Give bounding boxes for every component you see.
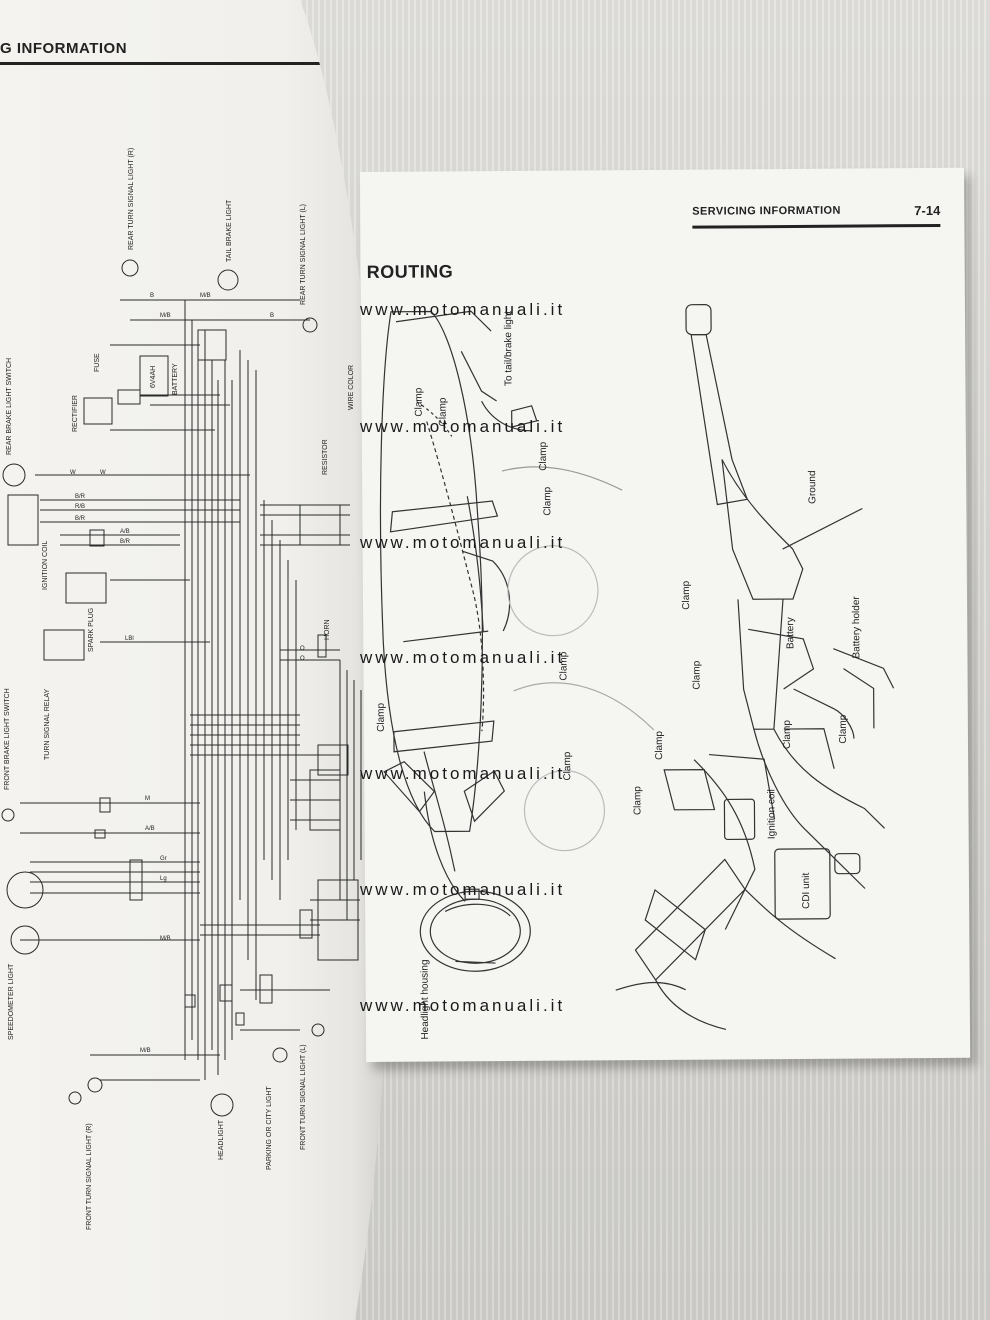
svg-text:B: B xyxy=(270,313,274,319)
svg-text:Gr: Gr xyxy=(160,856,167,862)
comp-front-turn-r: FRONT TURN SIGNAL LIGHT (R) xyxy=(86,1123,93,1230)
label-battery: Battery xyxy=(785,617,797,650)
label-clamp-1: Clamp xyxy=(413,387,425,417)
svg-text:O: O xyxy=(300,656,305,662)
label-clamp-11: Clamp xyxy=(837,714,850,744)
right-page: SERVICING INFORMATION 7-14 ROUTING xyxy=(360,167,971,1062)
comp-rectifier: RECTIFIER xyxy=(72,395,79,432)
comp-spark-plug: SPARK PLUG xyxy=(88,607,95,652)
svg-text:A/B: A/B xyxy=(120,529,130,535)
label-clamp-6: Clamp xyxy=(375,702,387,732)
svg-text:Lg: Lg xyxy=(160,876,167,882)
comp-horn: HORN xyxy=(324,619,331,640)
svg-text:B/R: B/R xyxy=(120,539,131,545)
comp-resistor: RESISTOR xyxy=(322,439,329,475)
svg-text:W: W xyxy=(70,470,76,476)
comp-turn-relay: TURN SIGNAL RELAY xyxy=(44,688,51,760)
comp-parking-light: PARKING OR CITY LIGHT xyxy=(266,1086,273,1170)
comp-wire-color: WIRE COLOR xyxy=(348,364,355,410)
left-page: G INFORMATION xyxy=(0,0,392,1320)
comp-rear-brake-switch: REAR BRAKE LIGHT SWITCH xyxy=(6,357,13,455)
left-header-rule xyxy=(0,36,338,65)
svg-text:B/R: B/R xyxy=(75,516,86,522)
svg-text:B: B xyxy=(150,293,154,299)
svg-text:A/B: A/B xyxy=(145,826,155,832)
comp-speedo-light: SPEEDOMETER LIGHT xyxy=(8,963,15,1040)
comp-front-turn-l: FRONT TURN SIGNAL LIGHT (L) xyxy=(300,1044,307,1150)
svg-text:B/R: B/R xyxy=(75,494,86,500)
svg-text:LBl: LBl xyxy=(125,636,134,642)
label-clamp-9: Clamp xyxy=(691,660,703,690)
svg-text:M/B: M/B xyxy=(160,313,171,319)
label-clamp-12: Clamp xyxy=(653,730,666,760)
comp-ignition-coil: IGNITION COIL xyxy=(42,540,49,590)
comp-fuse: FUSE xyxy=(94,353,101,372)
comp-rear-turn-r: REAR TURN SIGNAL LIGHT (R) xyxy=(128,147,135,250)
comp-headlight: HEADLIGHT xyxy=(218,1119,225,1160)
svg-text:M/B: M/B xyxy=(200,293,211,299)
left-page-header: G INFORMATION xyxy=(0,40,128,57)
watermark-7: www.motomanuali.it xyxy=(360,996,566,1015)
label-ground: Ground xyxy=(807,470,819,504)
svg-text:R/B: R/B xyxy=(75,504,85,510)
label-clamp-8: Clamp xyxy=(680,580,693,610)
svg-text:W: W xyxy=(100,470,106,476)
routing-illustration xyxy=(379,303,895,1031)
watermark-5: www.motomanuali.it xyxy=(360,764,566,783)
svg-text:O: O xyxy=(300,646,305,652)
label-cdi-unit: CDI unit xyxy=(800,872,813,909)
watermark-4: www.motomanuali.it xyxy=(360,648,566,667)
label-clamp-4: Clamp xyxy=(542,486,554,516)
label-clamp-3: Clamp xyxy=(537,441,550,471)
svg-text:M/B: M/B xyxy=(160,936,171,942)
watermark-2: www.motomanuali.it xyxy=(360,417,566,436)
label-ignition-coil: Ignition coil xyxy=(766,789,778,840)
watermark-1: www.motomanuali.it xyxy=(360,300,566,319)
label-battery-holder: Battery holder xyxy=(850,596,863,659)
comp-front-brake-switch: FRONT BRAKE LIGHT SWITCH xyxy=(4,688,11,790)
comp-battery-rating: 6V4AH xyxy=(150,365,157,388)
svg-text:M/B: M/B xyxy=(140,1048,151,1054)
comp-battery: BATTERY xyxy=(172,363,179,395)
label-clamp-10: Clamp xyxy=(781,720,794,750)
comp-rear-turn-l: REAR TURN SIGNAL LIGHT (L) xyxy=(300,203,307,305)
label-to-tail: To tail/brake light xyxy=(502,310,515,387)
comp-tail-brake: TAIL BRAKE LIGHT xyxy=(226,199,233,262)
wiring-diagram: B M/B M/B B W W B/R R/B B/R A/B B/R LBl M A/B G… xyxy=(0,0,392,1320)
watermark-3: www.motomanuali.it xyxy=(360,533,566,552)
label-clamp-13: Clamp xyxy=(632,786,644,816)
svg-text:M: M xyxy=(145,796,150,802)
watermark-6: www.motomanuali.it xyxy=(360,880,566,899)
